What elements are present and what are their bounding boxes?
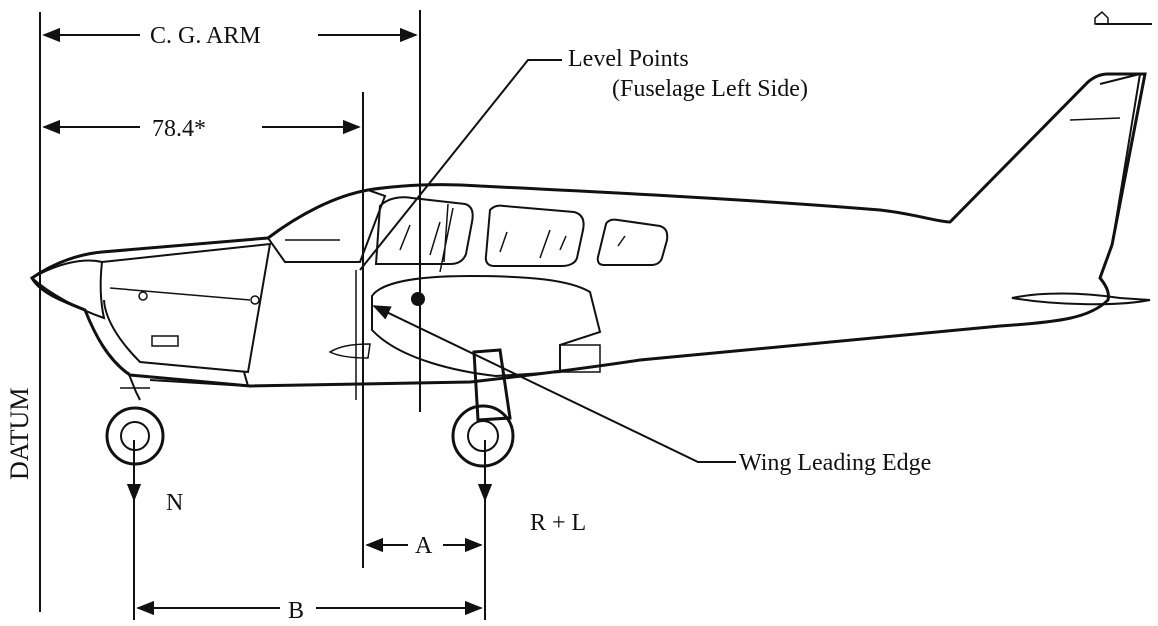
datum-label: DATUM (5, 388, 34, 480)
main-wheels-label: R + L (530, 510, 586, 536)
cowling (101, 242, 272, 374)
fuselage-left-side-label: (Fuselage Left Side) (612, 76, 808, 102)
vertical-tail (1099, 72, 1142, 246)
wing (371, 274, 602, 378)
level-points-leader (359, 59, 562, 271)
dim-78-label: 78.4* (152, 116, 206, 142)
level-point-marker (411, 292, 425, 306)
main-gear (451, 348, 515, 468)
nose-wheel-label: N (166, 490, 183, 516)
window-3 (596, 218, 669, 266)
wing-leading-edge-label: Wing Leading Edge (739, 450, 931, 476)
horizontal-stabilizer (1011, 292, 1151, 306)
level-points-label: Level Points (568, 46, 689, 72)
window-2 (484, 204, 585, 267)
cg-arm-label: C. G. ARM (150, 23, 261, 49)
spinner (31, 259, 106, 320)
dim-b-label: B (288, 598, 304, 624)
nose-gear (105, 371, 250, 466)
windshield (266, 188, 387, 263)
wing-leading-edge-leader (372, 305, 736, 463)
aircraft-side-view (30, 10, 1152, 468)
dim-a-label: A (415, 533, 433, 559)
window-1 (374, 196, 474, 265)
